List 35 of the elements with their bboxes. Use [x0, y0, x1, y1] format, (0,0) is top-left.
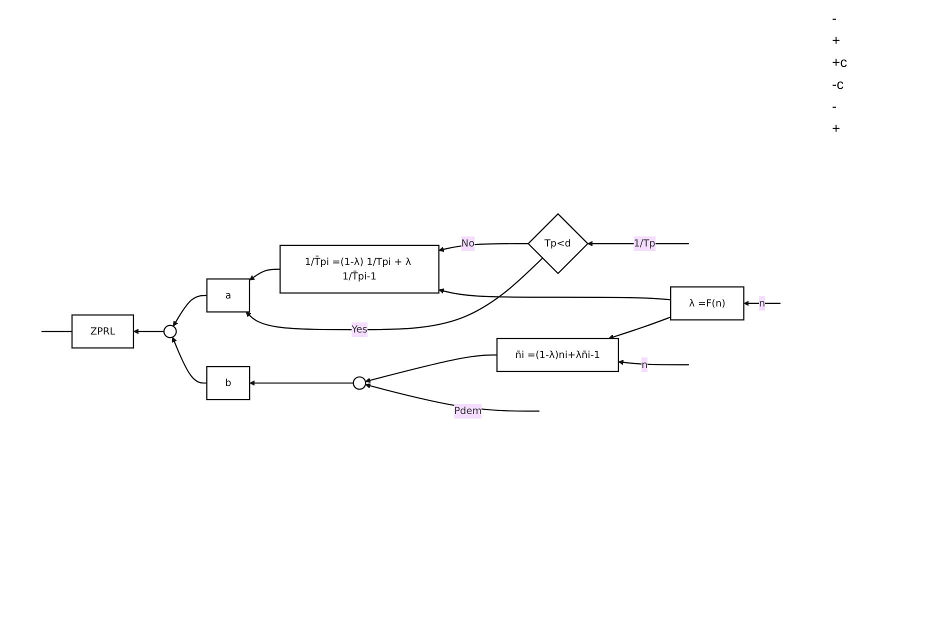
- node-circle: [163, 324, 177, 338]
- arrow: [172, 336, 207, 384]
- arrow: [587, 240, 689, 246]
- node-box: b: [206, 366, 250, 400]
- sign-label: -: [832, 98, 838, 114]
- sign-label: -c: [832, 76, 845, 92]
- arrow: [744, 300, 780, 306]
- arrow: [438, 242, 528, 252]
- node-box: a: [206, 278, 250, 312]
- edge-label: No: [461, 237, 475, 250]
- connector: [42, 330, 72, 332]
- edge-label: n: [641, 358, 648, 370]
- node-box: ZPRL: [71, 314, 134, 348]
- node-box: 1/T̄pi =(1-λ) 1/Tpi + λ 1/T̄pi-1: [280, 244, 440, 294]
- node-box: n̄i =(1-λ)ni+λn̄i-1: [496, 338, 620, 372]
- node-circle: [352, 376, 366, 390]
- edge-label: n: [759, 297, 766, 309]
- sign-label: +: [832, 120, 842, 136]
- node-box: λ =F(n): [670, 286, 744, 320]
- arrow: [133, 328, 164, 334]
- arrow: [173, 294, 207, 326]
- arrow: [438, 288, 671, 300]
- arrow: [608, 316, 671, 340]
- arrow: [246, 258, 543, 330]
- edge-label: Pdem: [454, 404, 482, 417]
- node-diamond: Tp<d: [527, 212, 589, 274]
- edge-label: Yes: [352, 323, 368, 336]
- sign-label: +c: [832, 54, 848, 70]
- arrow: [249, 380, 354, 386]
- edge-label: 1/Tp: [634, 237, 656, 250]
- sign-label: +: [832, 32, 842, 48]
- arrow: [249, 268, 280, 280]
- sign-label: -: [832, 10, 838, 26]
- arrow: [618, 360, 689, 366]
- arrow: [365, 354, 497, 383]
